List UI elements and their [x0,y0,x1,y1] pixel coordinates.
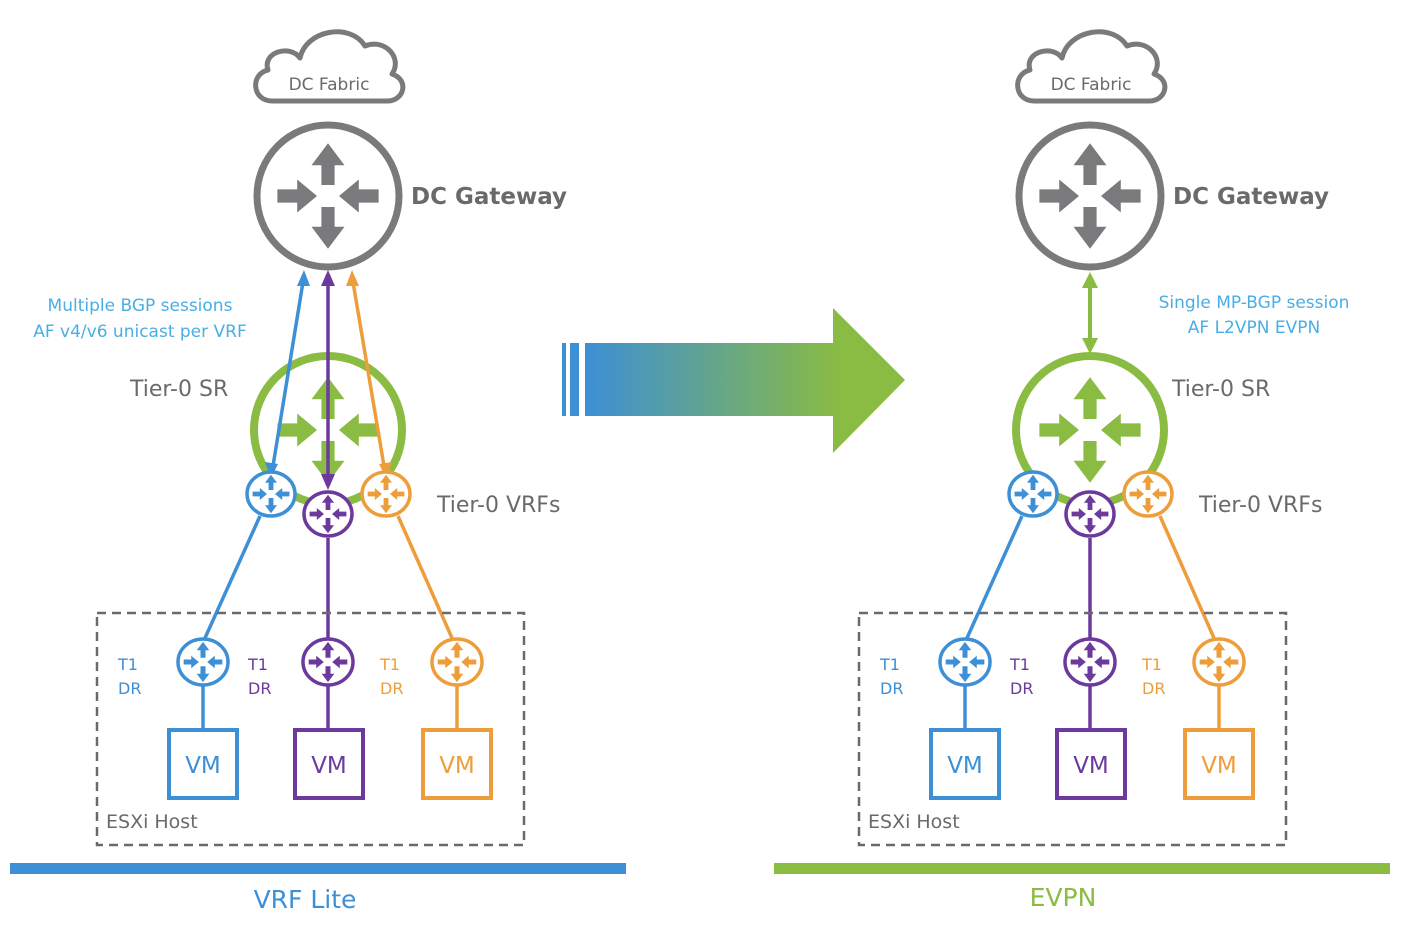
dc-gateway-label: DC Gateway [411,184,567,210]
t1-label: T1 [379,655,400,674]
t1-dr-orange: T1 DR VM [1141,637,1255,800]
dc-gateway-router [1015,121,1165,271]
t1-label: T1 [247,655,268,674]
tier0-vrf-purple [1064,490,1116,538]
vm-box [1055,728,1127,800]
tier0-vrfs-label: Tier-0 VRFs [1198,493,1322,518]
vm-label: VM [1073,753,1109,779]
session-note-line2: AF v4/v6 unicast per VRF [33,322,247,342]
vm-label: VM [947,753,983,779]
dr-label: DR [1142,679,1165,698]
vm-box [167,728,239,800]
t1-label: T1 [1141,655,1162,674]
dr-label: DR [1010,679,1033,698]
panel-vrf-lite: DC Fabric DC Gateway Multiple BGP sessio… [10,29,626,914]
t1-dr-purple: T1 DR VM [1009,637,1127,800]
cloud-icon [1015,29,1168,104]
esxi-host-label: ESXi Host [868,811,960,833]
dc-fabric-cloud: DC Fabric [253,29,406,104]
vm-box [421,728,493,800]
tier0-sr-label: Tier-0 SR [129,377,228,402]
dc-gateway-label: DC Gateway [1173,184,1329,210]
t1-label: T1 [117,655,138,674]
session-note-line1: Multiple BGP sessions [48,296,233,316]
footer-label-evpn: EVPN [1030,883,1097,912]
migration-arrow [562,308,905,453]
session-note-line1: Single MP-BGP session [1159,293,1350,313]
vm-label: VM [1201,753,1237,779]
t1-dr-blue: T1 DR VM [117,637,239,800]
bgp-session-lines [265,270,392,490]
t1-dr-orange: T1 DR VM [379,637,493,800]
footer-bar-evpn [774,863,1390,874]
vm-box [293,728,365,800]
esxi-host-box [857,611,1288,847]
esxi-host-box [95,611,526,847]
tier0-sr-label: Tier-0 SR [1171,377,1270,402]
tier0-vrf-purple [302,490,354,538]
dr-label: DR [380,679,403,698]
tier0-vrfs-label: Tier-0 VRFs [436,493,560,518]
dc-fabric-cloud: DC Fabric [1015,29,1168,104]
vm-box [1183,728,1255,800]
tier0-vrf-orange [1122,470,1174,518]
tier0-vrf-blue [1007,470,1059,518]
tier0-vrf-blue [245,470,297,518]
vm-label: VM [185,753,221,779]
footer-bar-vrf-lite [10,863,626,874]
vm-label: VM [311,753,347,779]
esxi-host-label: ESXi Host [106,811,198,833]
t1-label: T1 [1009,655,1030,674]
session-note-line2: AF L2VPN EVPN [1188,318,1320,338]
tier0-vrf-orange [360,470,412,518]
vm-box [929,728,1001,800]
cloud-label: DC Fabric [289,75,370,95]
dr-label: DR [118,679,141,698]
t1-label: T1 [879,655,900,674]
dr-label: DR [248,679,271,698]
t1-dr-purple: T1 DR VM [247,637,365,800]
vm-label: VM [439,753,475,779]
cloud-label: DC Fabric [1051,75,1132,95]
dc-gateway-router [253,121,403,271]
t1-dr-blue: T1 DR VM [879,637,1001,800]
cloud-icon [253,29,406,104]
dr-label: DR [880,679,903,698]
footer-label-vrf-lite: VRF Lite [254,885,357,914]
mp-bgp-session-line [1082,272,1098,354]
panel-evpn: DC Fabric DC Gateway Single MP-BGP sessi… [774,29,1390,912]
